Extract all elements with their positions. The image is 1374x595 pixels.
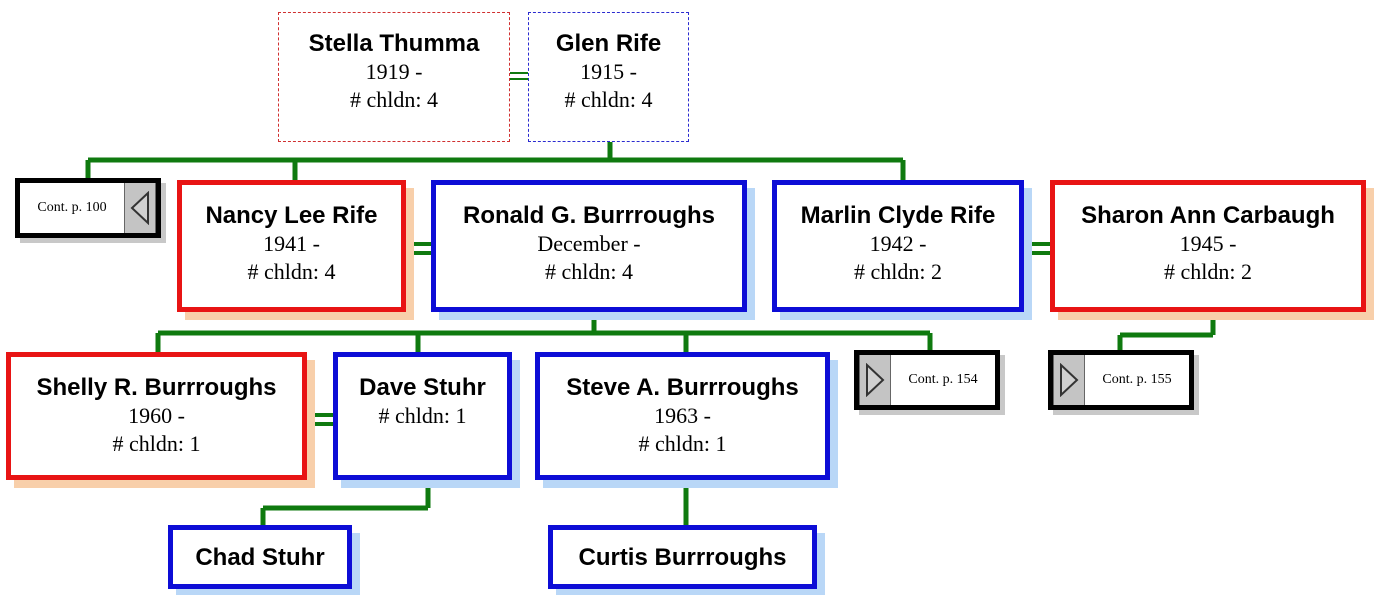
person-name: Sharon Ann Carbaugh xyxy=(1081,202,1335,229)
continuation-label: Cont. p. 154 xyxy=(908,372,978,387)
person-dates: 1919 - xyxy=(365,59,423,84)
person-dates: 1915 - xyxy=(580,59,637,84)
continuation-p100[interactable]: Cont. p. 100 xyxy=(15,178,161,238)
person-dates: December - xyxy=(537,231,641,256)
right-arrow-icon xyxy=(859,355,891,405)
person-dates: 1942 - xyxy=(869,231,927,256)
person-marlin-clyde-rife[interactable]: Marlin Clyde Rife 1942 - # chldn: 2 xyxy=(772,180,1024,312)
person-name: Stella Thumma xyxy=(308,30,480,57)
continuation-label: Cont. p. 155 xyxy=(1102,372,1172,387)
person-children-count: # chldn: 4 xyxy=(350,87,438,112)
person-children-count: # chldn: 4 xyxy=(247,259,336,284)
right-arrow-icon xyxy=(1053,355,1085,405)
person-dates: 1945 - xyxy=(1179,231,1237,256)
person-shelly-burrroughs[interactable]: Shelly R. Burrroughs 1960 - # chldn: 1 xyxy=(6,352,307,480)
person-name: Glen Rife xyxy=(555,30,662,57)
person-curtis-burrroughs[interactable]: Curtis Burrroughs xyxy=(548,525,817,589)
person-name: Ronald G. Burrroughs xyxy=(463,202,715,229)
person-children-count: # chldn: 2 xyxy=(854,259,942,284)
person-sharon-ann-carbaugh[interactable]: Sharon Ann Carbaugh 1945 - # chldn: 2 xyxy=(1050,180,1366,312)
person-children-count: # chldn: 1 xyxy=(638,431,727,456)
person-children-count: # chldn: 1 xyxy=(378,403,467,428)
left-arrow-icon xyxy=(124,183,156,233)
person-name: Marlin Clyde Rife xyxy=(800,202,996,229)
person-ronald-burrroughs[interactable]: Ronald G. Burrroughs December - # chldn:… xyxy=(431,180,747,312)
person-children-count: # chldn: 1 xyxy=(112,431,201,456)
person-chad-stuhr[interactable]: Chad Stuhr xyxy=(168,525,352,589)
person-dave-stuhr[interactable]: Dave Stuhr # chldn: 1 xyxy=(333,352,512,480)
person-name: Shelly R. Burrroughs xyxy=(36,374,277,401)
person-dates: 1941 - xyxy=(263,231,320,256)
continuation-p155[interactable]: Cont. p. 155 xyxy=(1048,350,1194,410)
person-name: Nancy Lee Rife xyxy=(205,202,378,229)
continuation-label: Cont. p. 100 xyxy=(37,200,107,215)
person-steve-burrroughs[interactable]: Steve A. Burrroughs 1963 - # chldn: 1 xyxy=(535,352,830,480)
person-children-count: # chldn: 4 xyxy=(545,259,633,284)
person-name: Curtis Burrroughs xyxy=(578,544,787,571)
person-dates: 1963 - xyxy=(654,403,711,428)
person-name: Chad Stuhr xyxy=(195,544,325,571)
person-stella-thumma[interactable]: Stella Thumma 1919 - # chldn: 4 xyxy=(278,12,510,142)
continuation-p154[interactable]: Cont. p. 154 xyxy=(854,350,1000,410)
person-children-count: # chldn: 4 xyxy=(564,87,653,112)
person-name: Steve A. Burrroughs xyxy=(566,374,799,401)
person-name: Dave Stuhr xyxy=(359,374,486,401)
person-nancy-lee-rife[interactable]: Nancy Lee Rife 1941 - # chldn: 4 xyxy=(177,180,406,312)
person-children-count: # chldn: 2 xyxy=(1164,259,1252,284)
person-glen-rife[interactable]: Glen Rife 1915 - # chldn: 4 xyxy=(528,12,689,142)
person-dates: 1960 - xyxy=(128,403,185,428)
